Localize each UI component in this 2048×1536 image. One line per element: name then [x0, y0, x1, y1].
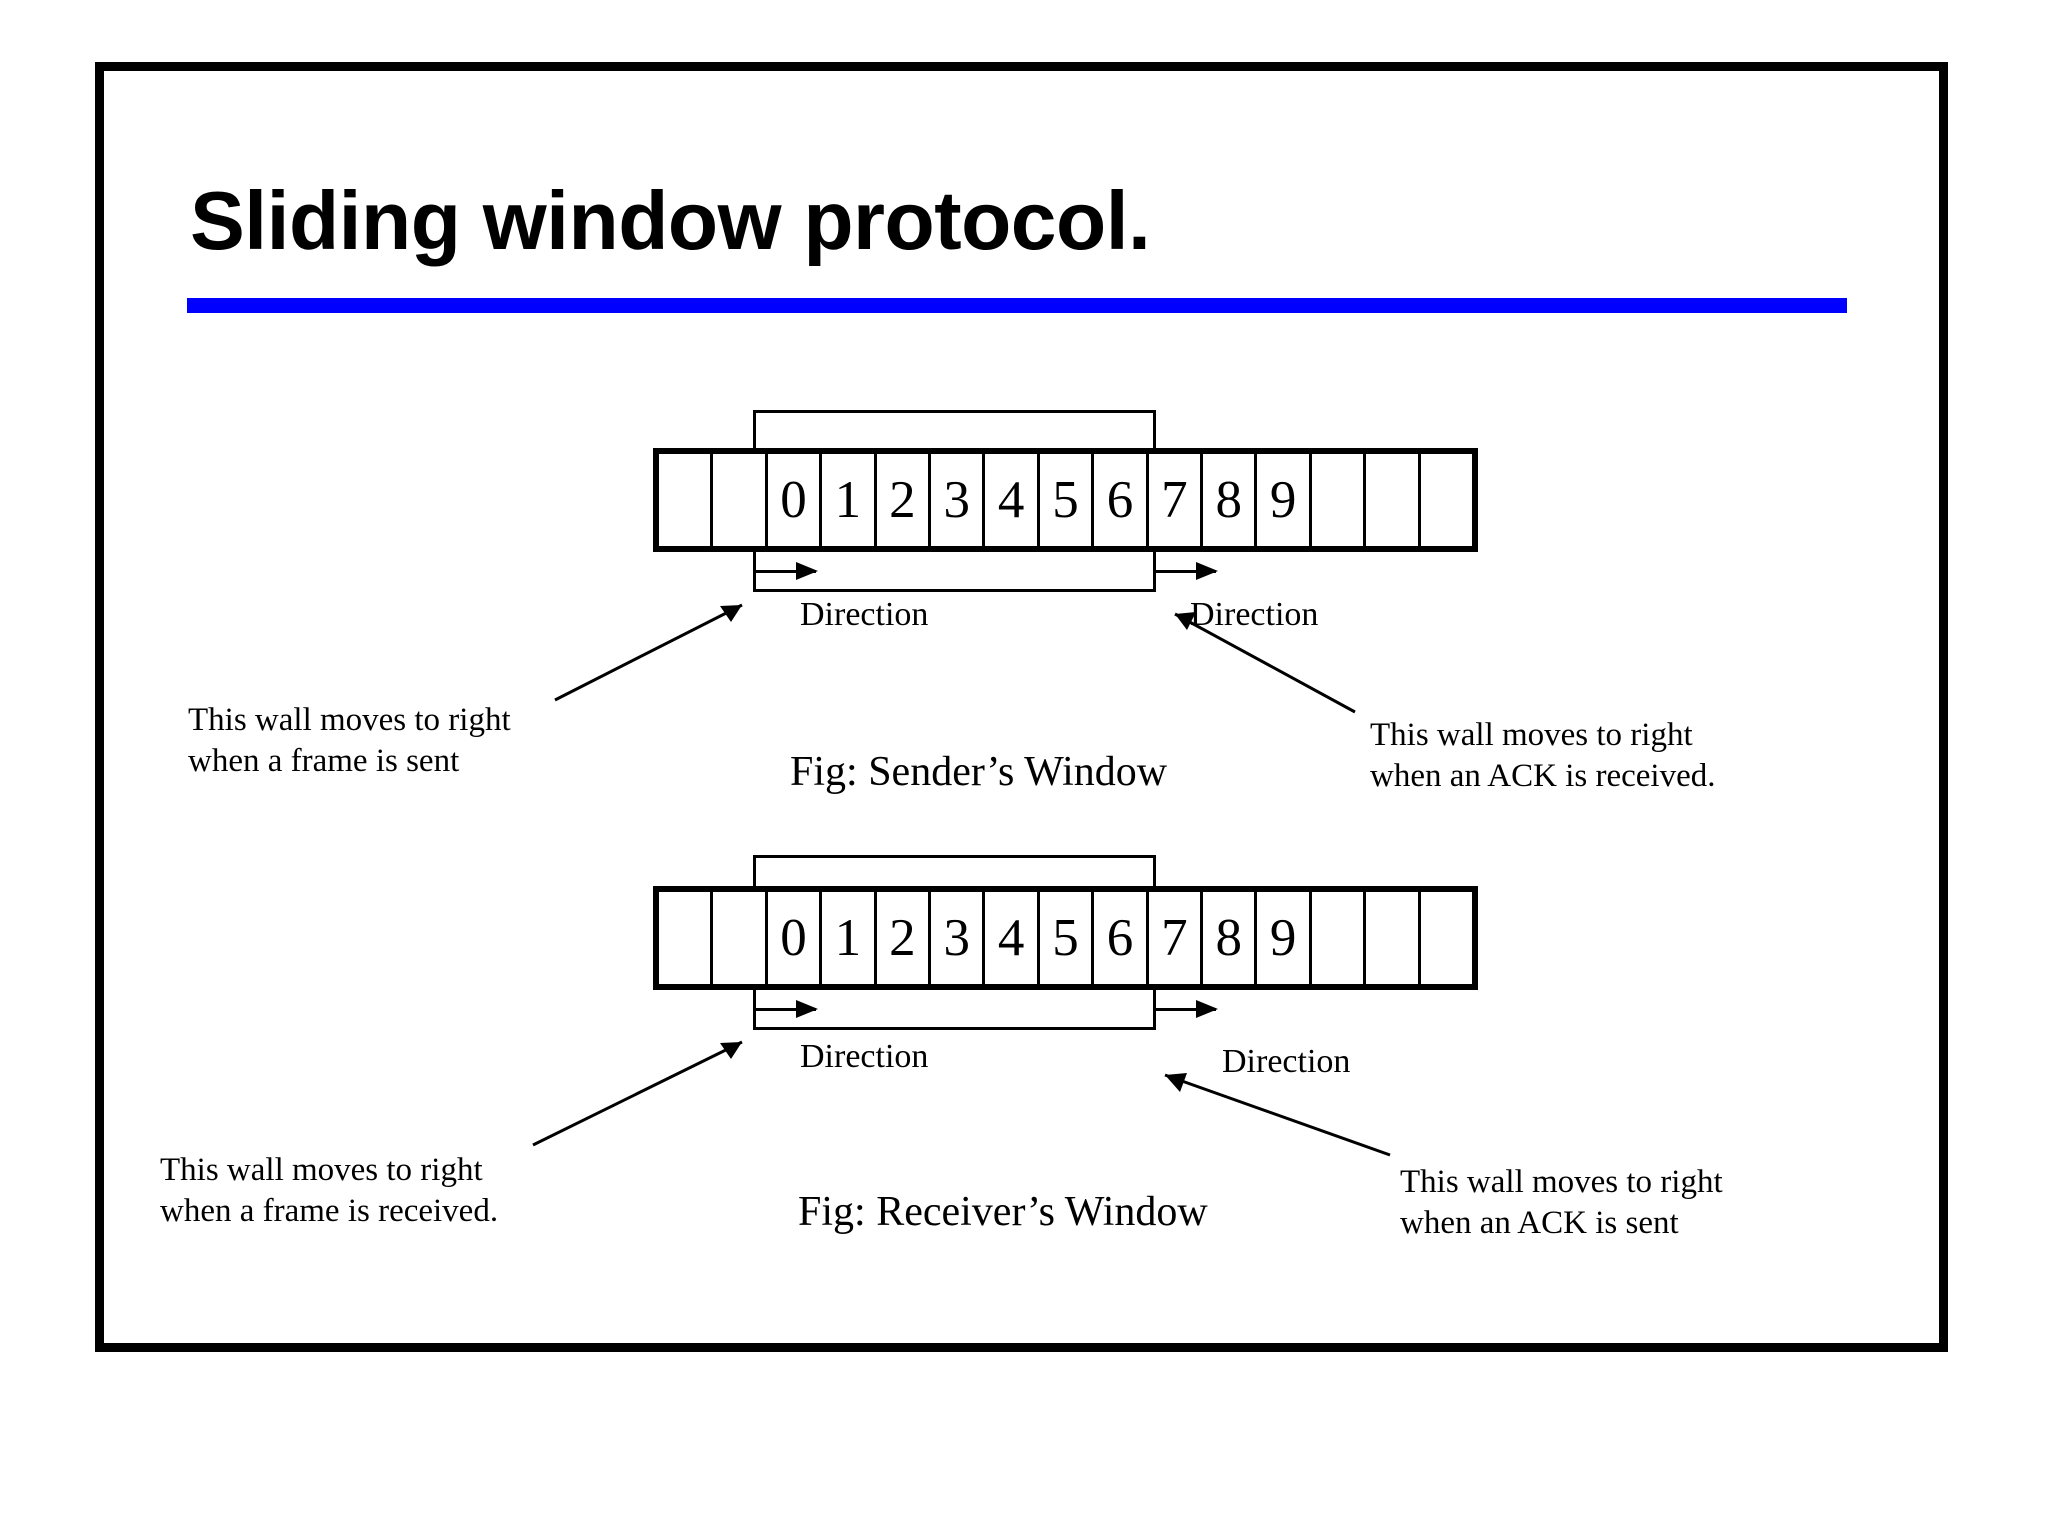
senders-right-direction-arrow	[1156, 562, 1218, 580]
frame-cell: 2	[876, 892, 932, 984]
frame-cell	[1366, 454, 1421, 546]
senders-left-direction-arrow	[756, 562, 818, 580]
receivers-window-caption: Fig: Receiver’s Window	[798, 1189, 1208, 1235]
senders-left-note-line1: This wall moves to right	[188, 702, 511, 738]
frame-cell: 6	[1094, 892, 1149, 984]
senders-window-caption: Fig: Sender’s Window	[790, 749, 1168, 795]
frame-cell: 9	[1257, 892, 1312, 984]
frame-cell: 8	[1203, 892, 1258, 984]
receivers-left-note-line2: when a frame is received.	[160, 1193, 499, 1229]
frame-cell: 1	[822, 892, 877, 984]
senders-right-direction-label: Direction	[1190, 596, 1319, 633]
frame-cell	[659, 892, 714, 984]
senders-left-note-line2: when a frame is sent	[188, 743, 460, 779]
senders-window-strip: 0 1 2 3 4 5 6 7 8 9	[653, 448, 1478, 552]
frame-cell: 6	[1094, 454, 1149, 546]
senders-left-direction-label: Direction	[800, 596, 929, 633]
frame-cell: 0	[767, 454, 823, 546]
frame-cell: 8	[1203, 454, 1258, 546]
senders-window-bracket-bottom	[753, 552, 1156, 592]
receivers-left-note-line1: This wall moves to right	[160, 1152, 483, 1188]
frame-cell: 1	[822, 454, 877, 546]
frame-cell: 2	[876, 454, 932, 546]
senders-window-bracket-top	[753, 410, 1156, 448]
frame-cell	[1366, 892, 1421, 984]
receivers-window-bracket-top	[753, 855, 1156, 886]
frame-cell	[659, 454, 714, 546]
frame-cell: 5	[1039, 892, 1095, 984]
frame-cell: 0	[767, 892, 823, 984]
frame-cell: 3	[931, 454, 986, 546]
frame-cell: 4	[985, 892, 1040, 984]
senders-left-note: This wall moves to right when a frame is…	[188, 700, 511, 782]
frame-cell	[1420, 454, 1473, 546]
frame-cell: 5	[1039, 454, 1095, 546]
senders-right-note-line1: This wall moves to right	[1370, 717, 1693, 753]
receivers-left-direction-arrow	[756, 1000, 818, 1018]
frame-cell: 9	[1257, 454, 1312, 546]
receivers-right-note-line1: This wall moves to right	[1400, 1164, 1723, 1200]
frame-cell: 7	[1148, 454, 1204, 546]
frame-cell	[713, 454, 768, 546]
receivers-left-direction-label: Direction	[800, 1038, 929, 1075]
receivers-right-note: This wall moves to right when an ACK is …	[1400, 1162, 1723, 1244]
receivers-right-note-line2: when an ACK is sent	[1400, 1205, 1679, 1241]
frame-cell: 3	[931, 892, 986, 984]
page-title-text: Sliding window protocol.	[190, 174, 1151, 267]
frame-cell: 7	[1148, 892, 1204, 984]
senders-right-note-line2: when an ACK is received.	[1370, 758, 1716, 794]
receivers-window-bracket-bottom	[753, 990, 1156, 1030]
page-title: Sliding window protocol.	[190, 178, 1590, 278]
frame-cell	[713, 892, 768, 984]
frame-cell	[1420, 892, 1473, 984]
frame-cell: 4	[985, 454, 1040, 546]
frame-cell	[1311, 454, 1367, 546]
slide-frame-border	[95, 62, 1948, 1352]
receivers-right-direction-arrow	[1156, 1000, 1218, 1018]
frame-cell	[1311, 892, 1367, 984]
senders-right-note: This wall moves to right when an ACK is …	[1370, 715, 1716, 797]
receivers-window-strip: 0 1 2 3 4 5 6 7 8 9	[653, 886, 1478, 990]
receivers-right-direction-label: Direction	[1222, 1043, 1351, 1080]
title-underline-rule	[187, 298, 1847, 313]
receivers-left-note: This wall moves to right when a frame is…	[160, 1150, 498, 1232]
